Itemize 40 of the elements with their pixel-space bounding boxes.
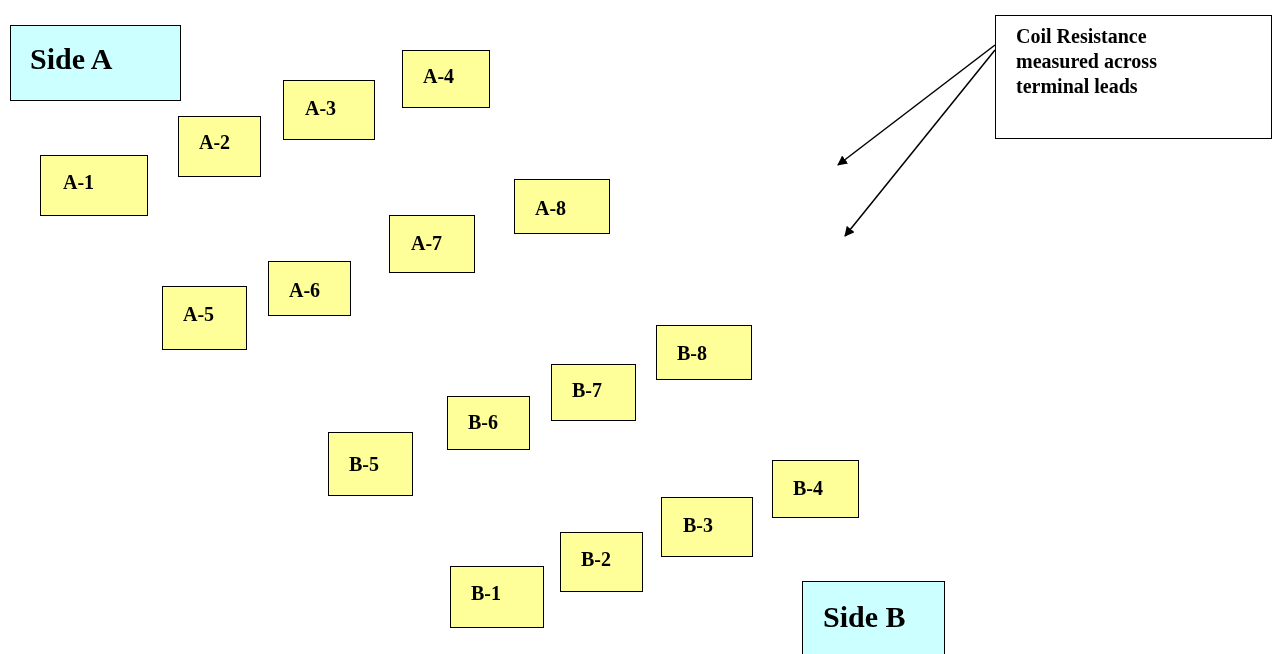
terminal-label: A-6 xyxy=(289,279,321,302)
terminal-box xyxy=(40,155,148,216)
terminal-label: B-4 xyxy=(793,477,823,500)
arrow xyxy=(844,49,996,237)
callout-text: Coil Resistance measured across terminal leads xyxy=(1016,24,1158,99)
terminal-label: A-2 xyxy=(199,131,231,154)
terminal-label: B-8 xyxy=(677,342,707,365)
side-label-box xyxy=(802,581,945,654)
terminal-box xyxy=(389,215,475,273)
callout-box xyxy=(995,15,1272,139)
terminal-label: A-4 xyxy=(423,65,455,88)
terminal-box xyxy=(656,325,752,380)
terminal-label: B-6 xyxy=(468,411,498,434)
terminal-label: A-8 xyxy=(535,197,567,220)
terminal-box xyxy=(772,460,859,518)
terminal-label: Side B xyxy=(823,600,906,634)
terminal-label: A-1 xyxy=(63,171,95,194)
terminal-label: B-3 xyxy=(683,514,713,537)
terminal-label: A-3 xyxy=(305,97,337,120)
terminal-box xyxy=(283,80,375,140)
terminal-label: B-1 xyxy=(471,582,501,605)
side-label-box xyxy=(10,25,181,101)
terminal-box xyxy=(661,497,753,557)
terminal-box xyxy=(551,364,636,421)
terminal-box xyxy=(560,532,643,592)
terminal-box xyxy=(447,396,530,450)
terminal-box xyxy=(402,50,490,108)
terminal-box xyxy=(162,286,247,350)
terminal-label: B-2 xyxy=(581,548,611,571)
terminal-label: A-5 xyxy=(183,303,215,326)
terminal-box xyxy=(450,566,544,628)
terminal-label: B-7 xyxy=(572,379,602,402)
terminal-box xyxy=(514,179,610,234)
terminal-box xyxy=(328,432,413,496)
terminal-label: B-5 xyxy=(349,453,379,476)
terminal-box xyxy=(178,116,261,177)
terminal-box xyxy=(268,261,351,316)
terminal-label: Side A xyxy=(30,42,113,76)
arrow xyxy=(837,44,996,166)
terminal-label: A-7 xyxy=(411,232,443,255)
